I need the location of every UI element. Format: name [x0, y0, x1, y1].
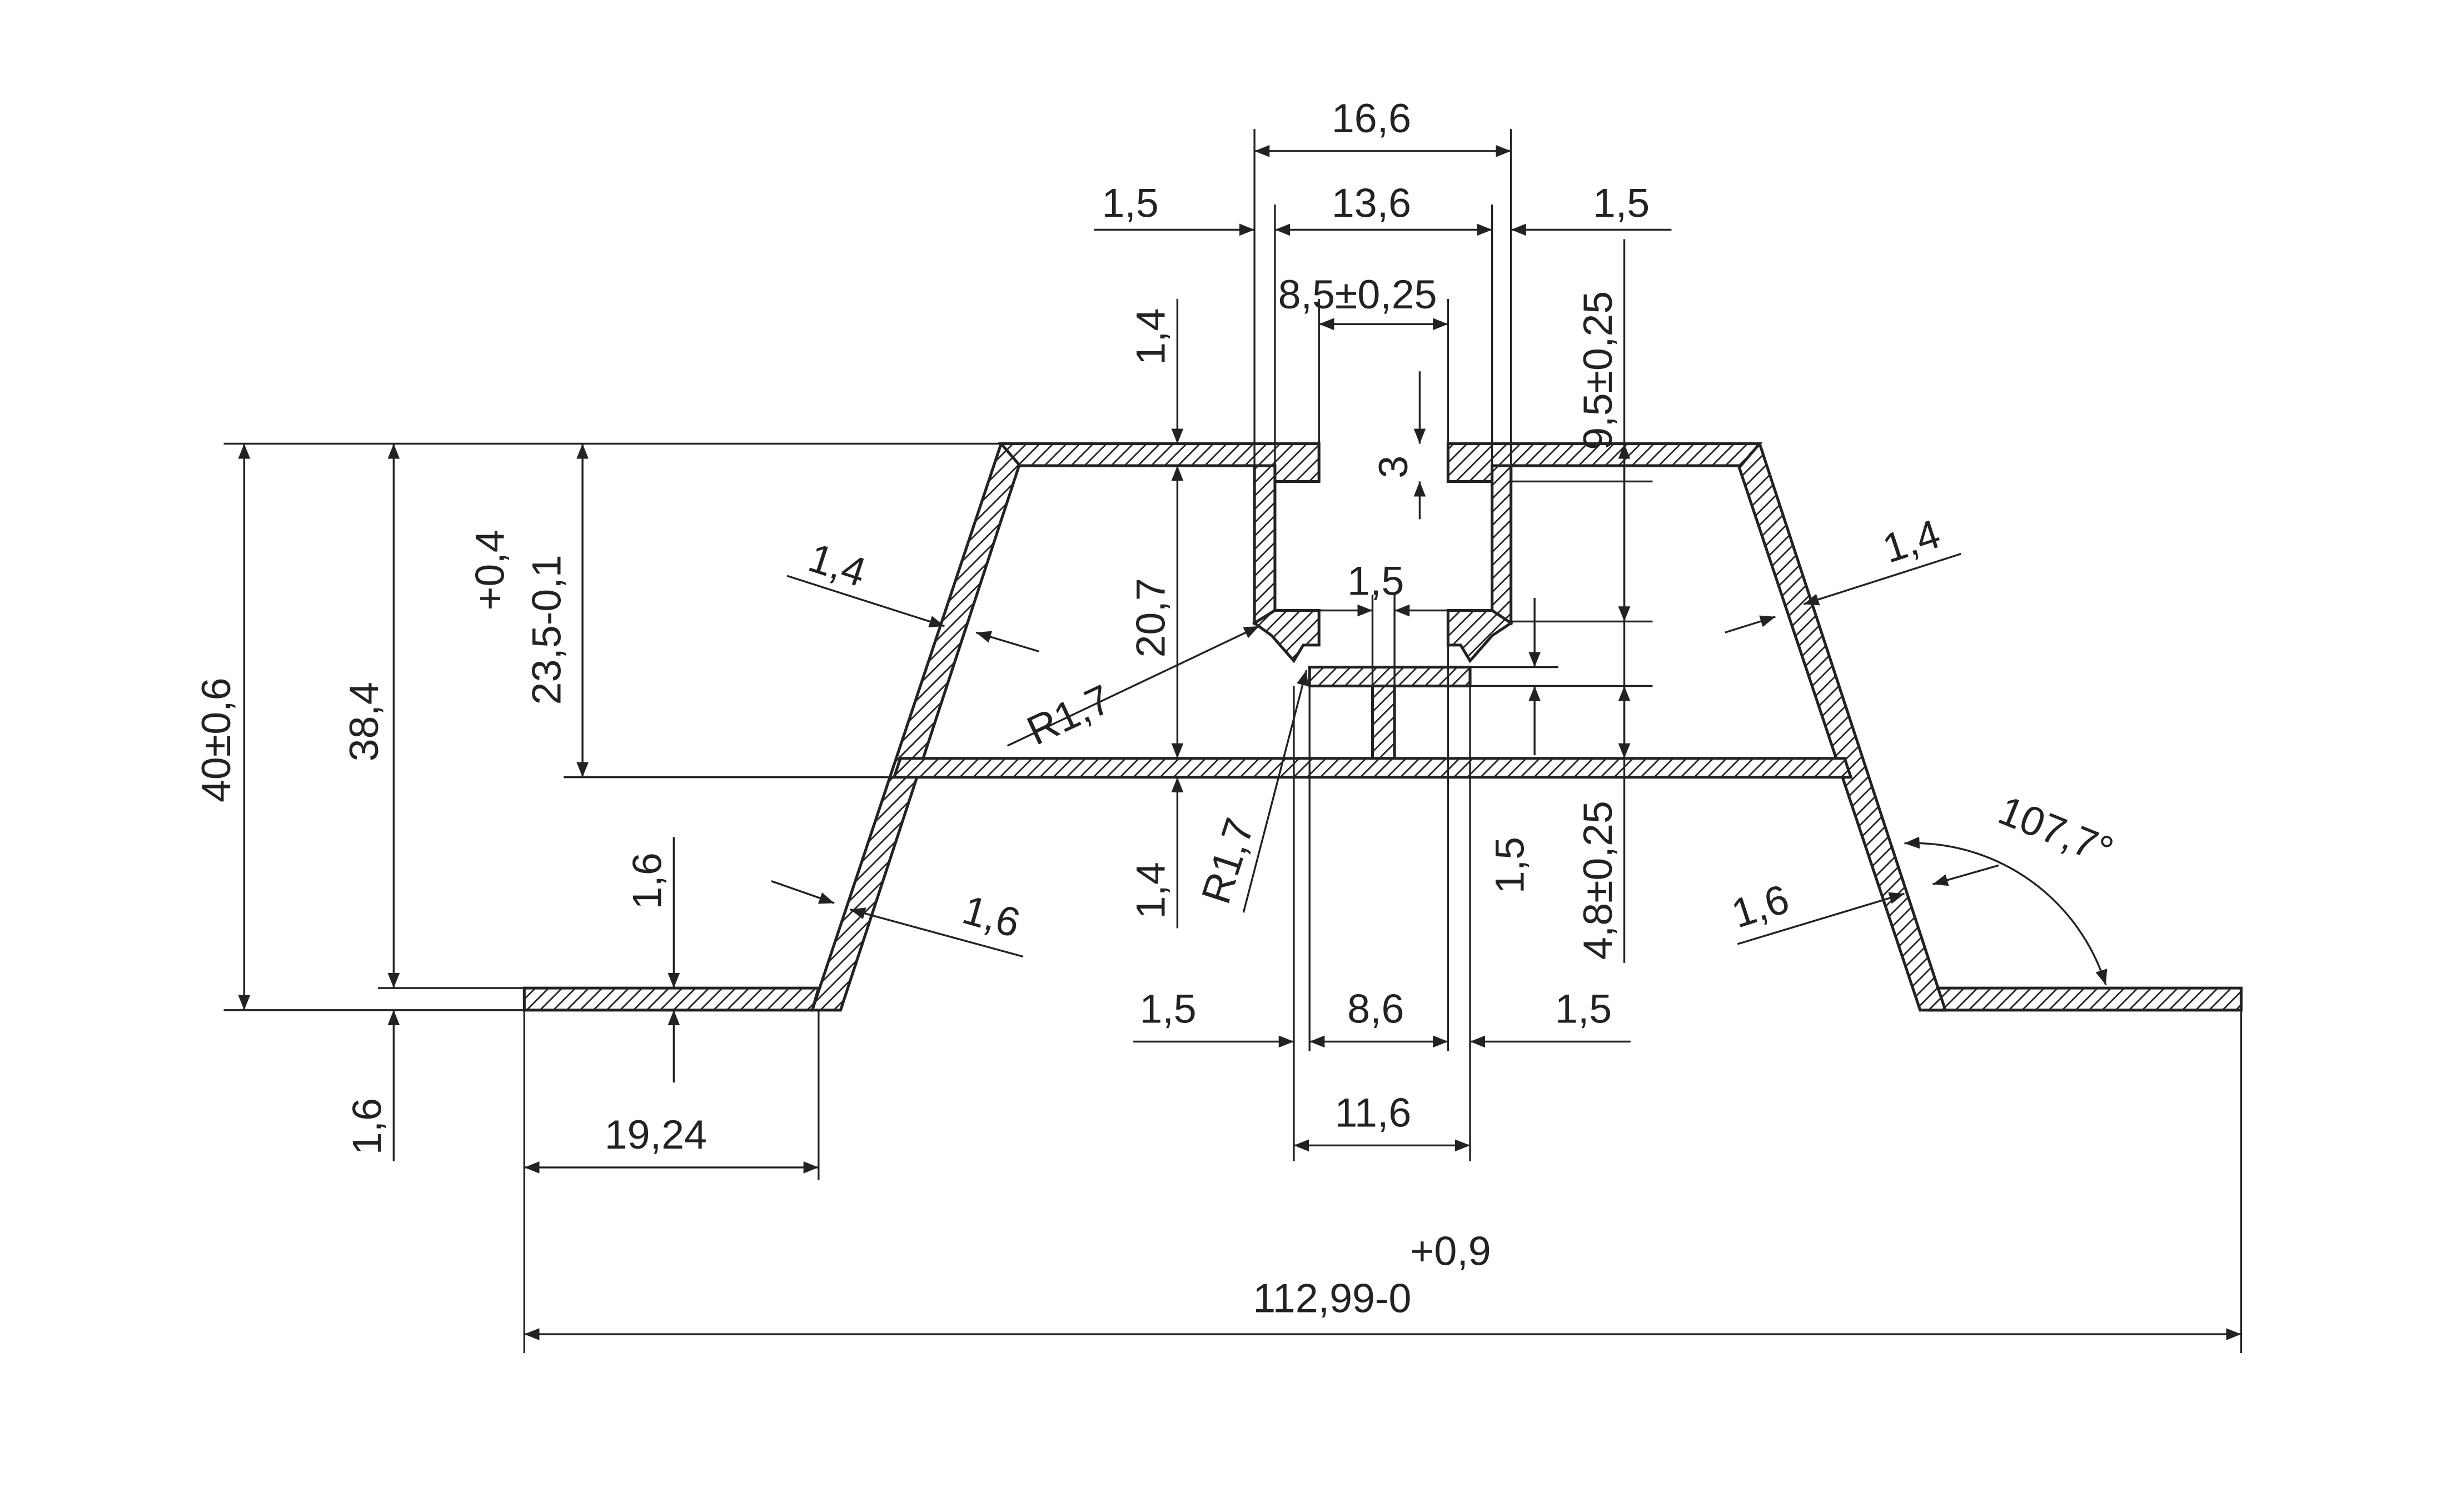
dim-slot-lip-height: 3	[1370, 456, 1416, 478]
dim-slot-opening: 8,5±0,25	[1278, 271, 1437, 317]
dim-left-wall-thickness-lower: 1,6	[958, 886, 1025, 946]
dim-shelf-height: 23,5-0,1	[523, 555, 569, 705]
dim-bottom-channel-outer: 11,6	[1335, 1089, 1412, 1135]
dim-flange-width: 19,24	[605, 1111, 707, 1157]
dim-top-flange-thickness: 1,4	[1128, 308, 1174, 365]
dim-right-wall-thickness-lower: 1,6	[1726, 875, 1795, 937]
middle-shelf	[892, 757, 1853, 779]
dim-bottom-channel-inner: 8,6	[1347, 985, 1404, 1031]
dim-radius-upper: R1,7	[1020, 676, 1118, 754]
dim-top-left-wall: 1,5	[1102, 180, 1158, 226]
dim-slot-neck: 1,5	[1347, 557, 1404, 603]
right-flange	[1927, 986, 2243, 1012]
dim-middle-shelf-thickness: 1,4	[1128, 862, 1174, 919]
dim-bottom-left-wall: 1,5	[1139, 985, 1196, 1031]
slot-lip-right	[1446, 609, 1514, 663]
slot-wall-left	[1253, 464, 1277, 626]
dim-bottom-right-wall: 1,5	[1555, 985, 1612, 1031]
channel-stem	[1371, 684, 1396, 760]
dim-flange-thickness-left: 1,6	[624, 852, 670, 909]
dim-channel-wall: 1,5	[1486, 837, 1532, 894]
dim-flange-thickness-bottom: 1,6	[344, 1098, 390, 1155]
profile-section	[522, 442, 2243, 1012]
dim-inner-height: 20,7	[1128, 578, 1174, 657]
dim-top-overall-width: 16,6	[1332, 95, 1411, 141]
slot-lip-left	[1252, 609, 1321, 663]
dim-top-inner-width: 13,6	[1332, 180, 1411, 226]
dim-overall-width-tol: +0,9	[1410, 1227, 1491, 1274]
slot-wall-right	[1491, 464, 1513, 626]
dim-overall-width: 112,99-0	[1253, 1275, 1411, 1321]
dim-height-to-flange: 38,4	[341, 682, 387, 761]
channel-bottom	[1308, 665, 1472, 688]
dim-slot-depth: 9,5±0,25	[1575, 291, 1621, 450]
dim-wall-angle: 107,7°	[1992, 787, 2120, 874]
left-flange	[522, 986, 821, 1012]
dim-overall-height: 40±0,6	[193, 677, 239, 802]
dim-top-right-wall: 1,5	[1593, 180, 1650, 226]
extension-lines	[223, 129, 2243, 1354]
dim-radius-lower: R1,7	[1192, 812, 1263, 909]
dim-left-wall-thickness-upper: 1,4	[803, 534, 871, 596]
dim-channel-depth: 4,8±0,25	[1575, 801, 1621, 960]
dim-shelf-height-upper-tol: +0,4	[467, 530, 513, 610]
dimension-lines	[238, 144, 2241, 1340]
